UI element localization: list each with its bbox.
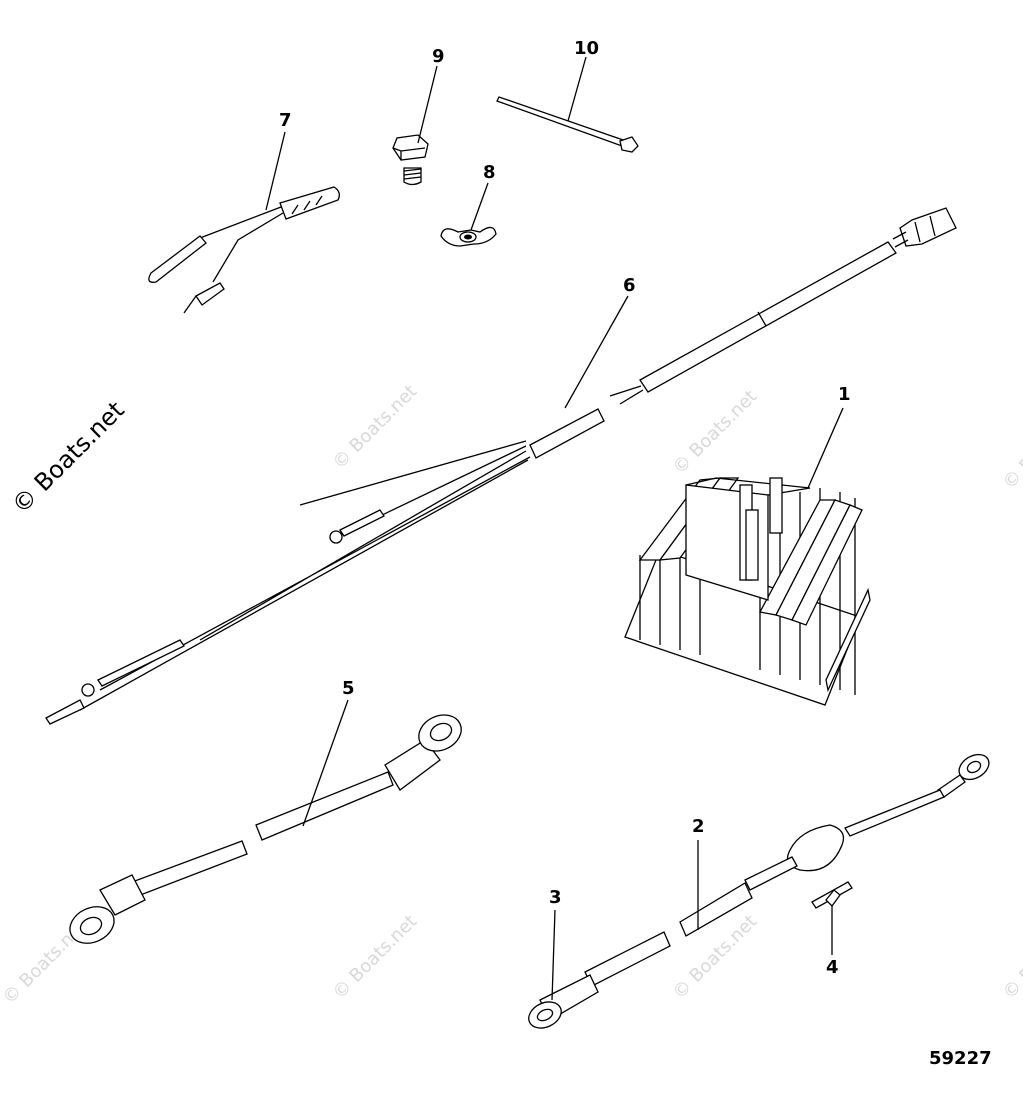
- leader-lines: [265, 56, 844, 1001]
- figure-number: 59227: [929, 1048, 992, 1069]
- callout-8: 8: [483, 162, 496, 183]
- part-battery-cable: [69, 714, 462, 944]
- watermark-2: © Boats.net: [669, 386, 761, 478]
- part-heat-sink: [624, 477, 871, 706]
- part-sensor-harness: [148, 186, 340, 314]
- part-wing-nut: [440, 226, 497, 247]
- callout-7: 7: [279, 110, 292, 131]
- watermarks: © Boats.net © Boats.net © Boats.net © Bo…: [0, 381, 1023, 1008]
- callout-3: 3: [549, 887, 562, 908]
- callout-5: 5: [342, 678, 355, 699]
- watermark-3: © Boats.net: [329, 911, 421, 1003]
- part-main-harness: [45, 207, 957, 725]
- part-cable-tie: [496, 96, 639, 153]
- callout-9: 9: [432, 46, 445, 67]
- callout-2: 2: [692, 816, 705, 837]
- callout-6: 6: [623, 275, 636, 296]
- part-bolt: [392, 134, 429, 186]
- part-ground-cable: [528, 753, 990, 1029]
- copyright-text: © Boats.net: [6, 396, 129, 519]
- watermark-7: © Boats.net: [999, 911, 1023, 1003]
- callout-10: 10: [574, 38, 599, 59]
- part-terminal: [811, 881, 853, 909]
- watermark-6: © Boats.net: [999, 401, 1023, 493]
- callout-4: 4: [826, 957, 839, 978]
- watermark-1: © Boats.net: [329, 381, 421, 473]
- callout-1: 1: [838, 384, 851, 405]
